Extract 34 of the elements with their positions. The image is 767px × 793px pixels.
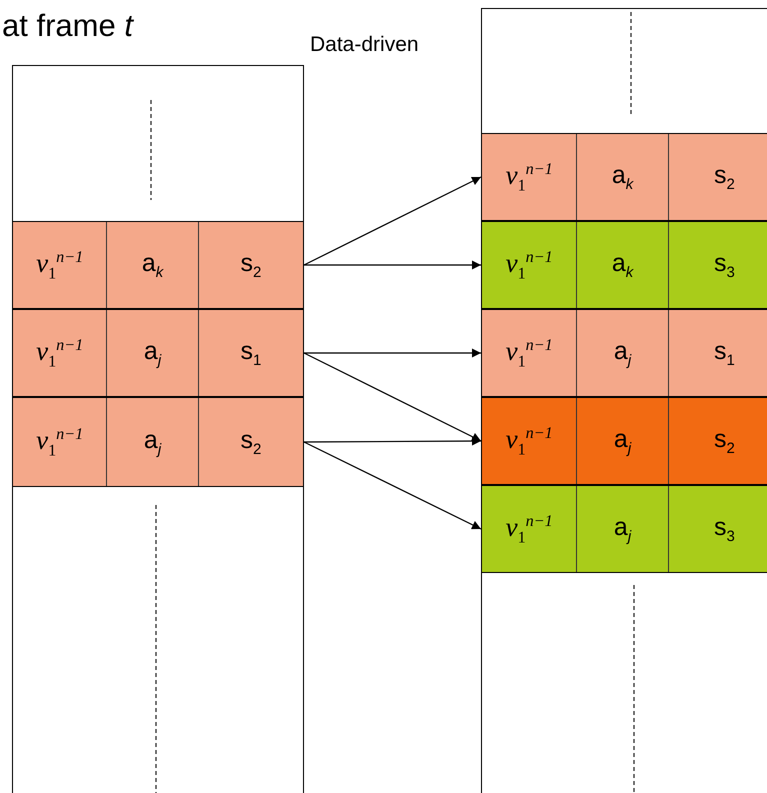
table-row: [481, 485, 767, 573]
state-label: s$_{2}$: [240, 250, 262, 280]
arrow: [304, 260, 481, 270]
action-label: a$_{j}$: [614, 338, 632, 368]
arrow: [304, 352, 482, 442]
state-label: s$_{2}$: [240, 428, 262, 456]
table-row: [12, 221, 304, 309]
action-label: a$_{k}$: [612, 250, 634, 280]
state-label: s$_{1}$: [240, 338, 262, 368]
state-label: s$_{1}$: [714, 338, 735, 368]
column-box: [12, 65, 304, 793]
state-label: s$_{2}$: [714, 162, 735, 192]
action-label: a$_{j}$: [144, 338, 162, 368]
section-label: Data-driven: [310, 33, 419, 57]
action-label: a$_{j}$: [614, 514, 632, 544]
table-row: [481, 133, 767, 221]
table-row: [481, 397, 767, 485]
table-row: [481, 309, 767, 397]
action-label: a$_{j}$: [614, 426, 632, 456]
arrow: [304, 441, 482, 530]
action-label: a$_{k}$: [612, 162, 634, 192]
action-label: a$_{k}$: [142, 250, 164, 280]
column-box: [481, 8, 767, 793]
table-row: [12, 309, 304, 397]
state-label: s$_{3}$: [714, 250, 735, 280]
arrow: [304, 348, 481, 358]
state-label: s$_{3}$: [714, 514, 735, 544]
table-row: [12, 397, 304, 487]
table-row: [481, 221, 767, 309]
arrow: [304, 176, 482, 266]
action-label: a$_{j}$: [144, 428, 162, 456]
state-label: s$_{2}$: [714, 426, 735, 456]
title-label: at frame t: [2, 8, 133, 44]
arrow: [304, 436, 481, 446]
